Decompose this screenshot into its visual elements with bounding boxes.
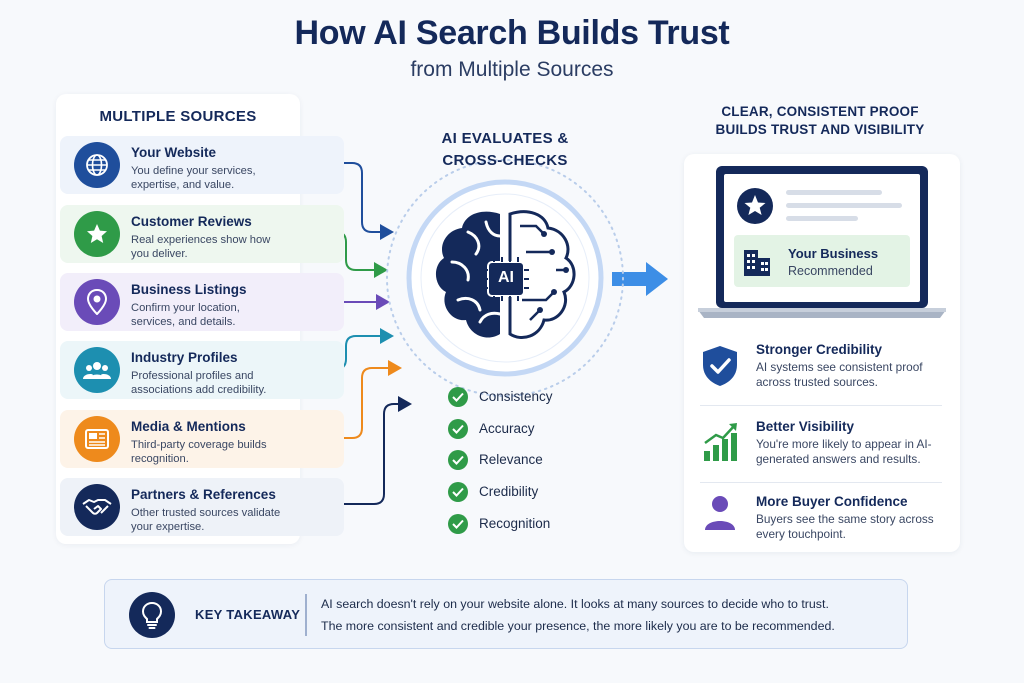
takeaway-line1: AI search doesn't rely on your website a… xyxy=(321,597,829,611)
benefit-desc: You're more likely to appear in AI-gener… xyxy=(756,437,932,466)
takeaway-line2: The more consistent and credible your pr… xyxy=(321,619,835,633)
source-card-website: Your Website You define your services, e… xyxy=(60,136,344,194)
source-desc: Real experiences show how you deliver. xyxy=(131,234,271,260)
people-group-icon xyxy=(74,347,120,393)
source-card-listings: Business Listings Confirm your location,… xyxy=(60,273,344,331)
source-title: Your Website xyxy=(131,145,217,160)
source-card-reviews: Customer Reviews Real experiences show h… xyxy=(60,205,344,263)
globe-icon xyxy=(74,142,120,188)
check-item: Accuracy xyxy=(448,418,608,440)
source-title: Business Listings xyxy=(131,282,247,297)
takeaway-text: AI search doesn't rely on your website a… xyxy=(321,593,835,637)
source-desc: Third-party coverage builds recognition. xyxy=(131,439,267,465)
results-heading-line1: CLEAR, CONSISTENT PROOF xyxy=(721,104,919,119)
check-label: Relevance xyxy=(479,452,543,467)
sources-heading: MULTIPLE SOURCES xyxy=(99,108,257,125)
check-item: Relevance xyxy=(448,449,608,471)
source-card-media: Media & Mentions Third-party coverage bu… xyxy=(60,410,344,468)
check-label: Recognition xyxy=(479,516,551,531)
check-label: Consistency xyxy=(479,389,553,404)
result-title: Your Business xyxy=(788,246,879,261)
benefit-title: Better Visibility xyxy=(756,419,855,434)
newspaper-icon xyxy=(74,416,120,462)
growth-chart-icon xyxy=(702,421,740,468)
takeaway-separator xyxy=(305,594,307,636)
divider xyxy=(700,405,942,406)
check-item: Consistency xyxy=(448,386,608,408)
benefit-credibility: Stronger Credibility AI systems see cons… xyxy=(700,342,950,404)
source-desc: You define your services, expertise, and… xyxy=(131,165,256,191)
benefit-title: Stronger Credibility xyxy=(756,342,883,357)
ai-chip-label: AI xyxy=(498,269,514,286)
shield-check-icon xyxy=(700,344,740,393)
check-label: Credibility xyxy=(479,484,539,499)
checkmark-icon xyxy=(448,450,468,470)
source-card-partners: Partners & References Other trusted sour… xyxy=(60,478,344,536)
source-title: Industry Profiles xyxy=(131,350,238,365)
source-desc: Other trusted sources validate your expe… xyxy=(131,507,281,533)
check-label: Accuracy xyxy=(479,421,535,436)
checkmark-icon xyxy=(448,482,468,502)
checkmark-icon xyxy=(448,387,468,407)
source-desc: Confirm your location, services, and det… xyxy=(131,302,240,328)
check-item: Credibility xyxy=(448,481,608,503)
source-card-profiles: Industry Profiles Professional profiles … xyxy=(60,341,344,399)
page-subtitle: from Multiple Sources xyxy=(410,58,614,81)
benefit-confidence: More Buyer Confidence Buyers see the sam… xyxy=(700,494,950,556)
checkmark-icon xyxy=(448,419,468,439)
benefit-desc: Buyers see the same story across every t… xyxy=(756,512,934,541)
arrow-to-results xyxy=(612,262,668,296)
source-desc: Professional profiles and associations a… xyxy=(131,370,267,396)
benefit-title: More Buyer Confidence xyxy=(756,494,908,509)
star-icon xyxy=(74,211,120,257)
benefit-visibility: Better Visibility You're more likely to … xyxy=(700,419,950,481)
result-subtitle: Recommended xyxy=(788,264,873,278)
brain-icon xyxy=(435,210,576,339)
key-takeaway-box: KEY TAKEAWAY AI search doesn't rely on y… xyxy=(104,579,908,649)
results-heading-line2: BUILDS TRUST AND VISIBILITY xyxy=(715,122,925,137)
user-icon xyxy=(702,494,738,537)
center-heading-line2: CROSS-CHECKS xyxy=(442,152,568,169)
center-heading: AI EVALUATES & CROSS-CHECKS xyxy=(408,128,602,172)
source-title: Partners & References xyxy=(131,487,276,502)
source-title: Customer Reviews xyxy=(131,214,252,229)
location-pin-icon xyxy=(74,279,120,325)
check-item: Recognition xyxy=(448,513,608,535)
arrow-partners xyxy=(290,396,412,505)
page-title: How AI Search Builds Trust xyxy=(294,14,730,52)
results-heading: CLEAR, CONSISTENT PROOF BUILDS TRUST AND… xyxy=(700,103,940,139)
center-heading-line1: AI EVALUATES & xyxy=(441,130,569,147)
checkmark-icon xyxy=(448,514,468,534)
benefit-desc: AI systems see consistent proof across t… xyxy=(756,360,923,389)
arrow-website xyxy=(290,162,394,240)
divider xyxy=(700,482,942,483)
takeaway-label: KEY TAKEAWAY xyxy=(195,607,301,622)
handshake-icon xyxy=(74,484,120,530)
arrow-media xyxy=(290,360,402,439)
source-title: Media & Mentions xyxy=(131,419,246,434)
lightbulb-icon xyxy=(129,592,175,638)
